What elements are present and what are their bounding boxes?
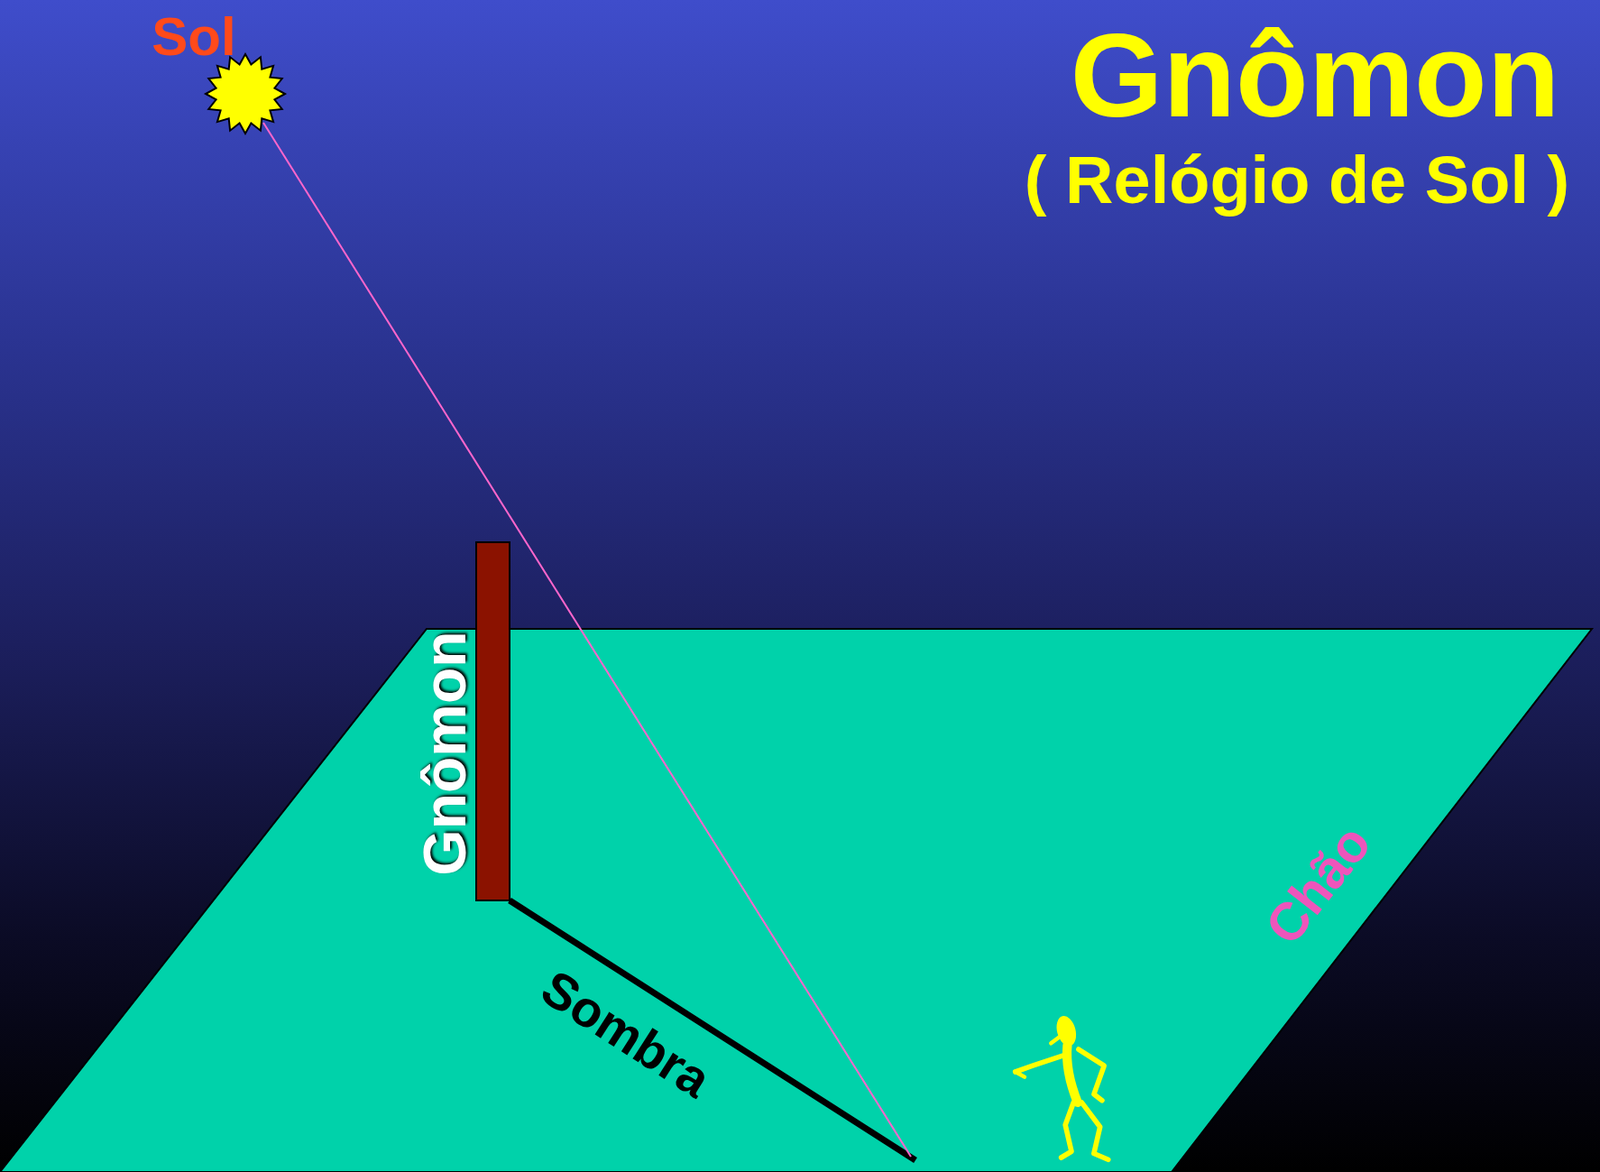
sun-symbol — [205, 54, 286, 134]
subtitle-label: ( Relógio de Sol ) — [1024, 147, 1570, 214]
ground-plane — [0, 628, 1592, 1172]
gnomon-label: Gnômon — [414, 630, 475, 875]
stick-figure — [1015, 1013, 1109, 1160]
sun-ray — [263, 122, 911, 1157]
shadow-label: Sombra — [533, 961, 719, 1106]
shadow-line — [509, 900, 916, 1160]
gnomon-rod — [476, 542, 510, 901]
sun-label: Sol — [151, 9, 236, 65]
ground-label: Chão — [1256, 816, 1380, 955]
page-title: Gnômon — [1070, 16, 1561, 136]
